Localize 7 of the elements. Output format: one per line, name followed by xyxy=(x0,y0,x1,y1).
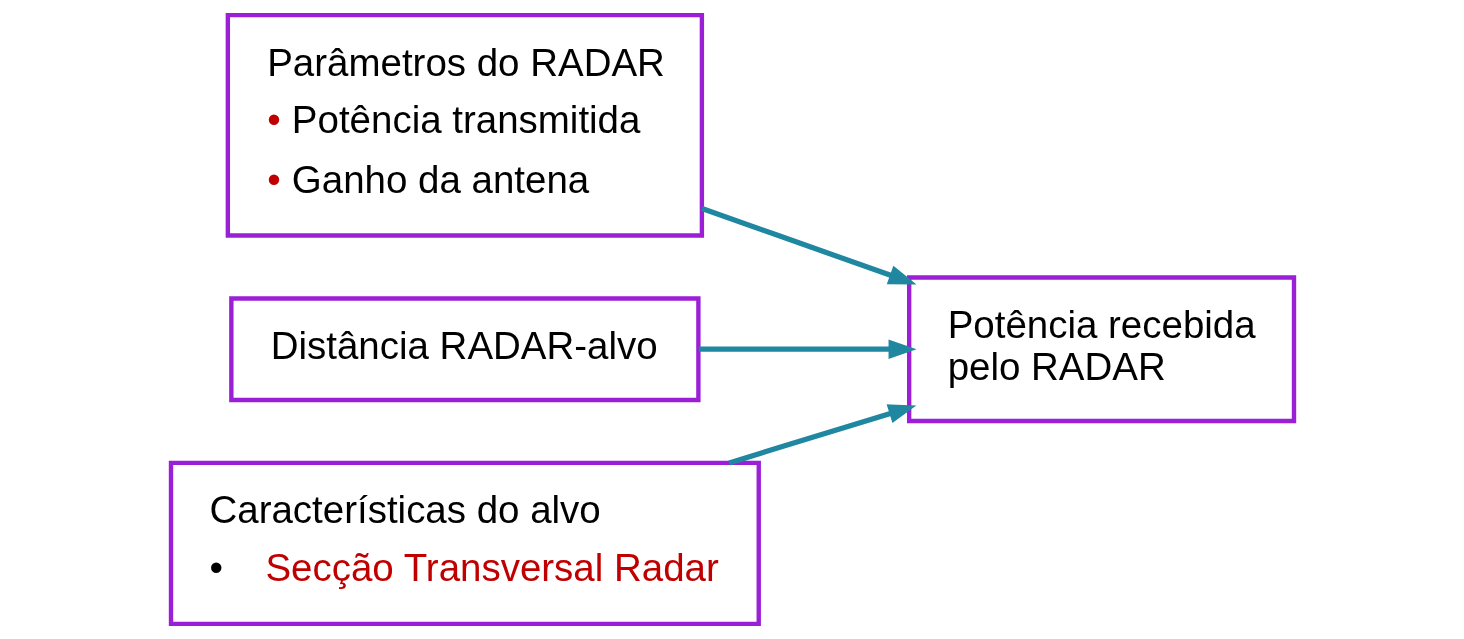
node-box: Distância RADAR-alvo xyxy=(228,296,701,403)
arrow xyxy=(700,206,916,285)
node-box: Características do alvo • Secção Transversal Radar xyxy=(168,460,761,627)
arrow xyxy=(698,339,917,360)
arrow xyxy=(727,404,916,466)
node-box: Potência recebida pelo RADAR xyxy=(906,275,1296,424)
node-box: Parâmetros do RADAR • Potência transmitida • Ganho da antena xyxy=(225,12,704,238)
